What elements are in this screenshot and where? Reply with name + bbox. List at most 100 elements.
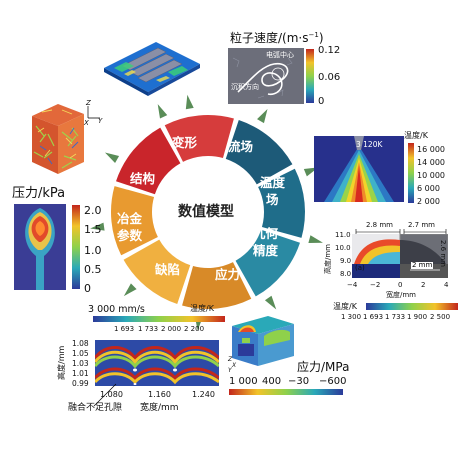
- stress-axis-y: Y: [228, 367, 232, 374]
- defect-ylabel: 高度/mm: [57, 345, 66, 380]
- geometry-dimension-lines: [355, 229, 447, 235]
- temp-bar-right-colorbar: [366, 303, 458, 310]
- stress-title: 应力/MPa: [297, 360, 350, 374]
- ring-segment-metallurgy: [111, 186, 158, 256]
- temp-bar-right-tick-2: 1 733: [385, 313, 406, 321]
- geometry-image: [352, 234, 448, 278]
- segment-label-metallurgy-1: 冶金: [117, 211, 143, 226]
- defect-ytick-4: 0.99: [72, 379, 89, 388]
- ring-segment-deformation: [164, 114, 234, 162]
- pressure-colorbar: [72, 205, 80, 289]
- defect-xlabel: 宽度/mm: [140, 403, 179, 413]
- structure-cube-image: [32, 104, 84, 174]
- geometry-ytick-1: 10.0: [335, 244, 351, 252]
- deposition-direction-label: 沉积方向: [231, 83, 259, 91]
- stress-tick-2: −30: [288, 376, 310, 387]
- defect-temp-tick-2: 2 000: [161, 325, 182, 333]
- stress-tick-1: 400: [262, 376, 282, 387]
- pressure-title: 压力/kPa: [12, 186, 66, 201]
- segment-label-metallurgy-2: 参数: [117, 228, 143, 243]
- geometry-xlabel: 宽度/mm: [386, 291, 416, 299]
- defect-temp-tick-0: 1 693: [114, 325, 135, 333]
- pressure-tick-4: 0: [84, 282, 91, 295]
- cube-axis-x: X: [84, 119, 89, 127]
- pv-tick-1: 0.06: [318, 72, 341, 83]
- defect-image: [95, 340, 219, 386]
- defect-pointer: [93, 383, 117, 407]
- geometry-xtick-1: −2: [370, 281, 381, 289]
- ring-segment-defect: [123, 239, 191, 304]
- pressure-image: [14, 204, 66, 290]
- pressure-tick-2: 1.0: [84, 244, 102, 257]
- geometry-ytick-0: 11.0: [335, 231, 351, 239]
- segment-label-deformation: 变形: [172, 135, 198, 150]
- geometry-panel-label: (a): [355, 264, 365, 272]
- ring-segment-flow: [225, 120, 293, 185]
- defect-ytick-0: 1.08: [72, 339, 89, 348]
- temperature-field-image: [314, 136, 404, 202]
- defect-xtick-2: 1.240: [192, 390, 215, 399]
- geometry-ytick-3: 8.0: [340, 270, 352, 278]
- outward-arrow-7: [90, 222, 105, 231]
- pressure-tick-0: 2.0: [84, 204, 102, 217]
- outward-arrow-4: [264, 295, 277, 310]
- defect-temp-tick-1: 1 733: [138, 325, 159, 333]
- stress-axis-z: Z: [228, 356, 233, 363]
- segment-label-geometry-2: 精度: [253, 243, 279, 258]
- defect-ytick-3: 1.01: [72, 369, 89, 378]
- geometry-xtick-2: 0: [398, 281, 403, 289]
- outward-arrow-9: [157, 104, 168, 119]
- cube-axis-y: Y: [98, 117, 103, 125]
- temperature-field-colorbar: [408, 143, 414, 203]
- defect-caption: 融合不足孔隙: [68, 403, 123, 413]
- segment-label-temperature-1: 温度: [260, 175, 286, 190]
- pressure-tick-1: 1.5: [84, 223, 102, 236]
- temp-bar-right-tick-1: 1 693: [363, 313, 384, 321]
- deformation-image: [104, 42, 200, 96]
- temp-bar-right-title: 温度/K: [333, 302, 357, 311]
- geometry-xtick-0: −4: [347, 281, 358, 289]
- segment-label-geometry-1: 几何: [253, 226, 279, 241]
- particle-velocity-title: 粒子速度/(m·s−1): [230, 31, 324, 45]
- cube-axis-z: Z: [86, 99, 91, 107]
- defect-xtick-0: 1.080: [100, 390, 123, 399]
- pv-tick-2: 0: [318, 96, 325, 107]
- outward-arrow-8: [104, 152, 120, 163]
- outward-arrow-6: [123, 283, 137, 297]
- temp-bar-right-tick-0: 1 300: [341, 313, 362, 321]
- defect-ytick-2: 1.03: [72, 359, 89, 368]
- tf-tick-0: 16 000: [417, 145, 445, 154]
- pv-tick-0: 0.12: [318, 45, 341, 56]
- geometry-dim-3: 2.6 mm: [439, 240, 447, 267]
- segment-label-temperature-2: 场: [266, 192, 279, 207]
- geometry-ytick-2: 9.0: [340, 257, 352, 265]
- defect-ytick-1: 1.05: [72, 349, 89, 358]
- defect-xtick-1: 1.160: [148, 390, 171, 399]
- geometry-dim-2: 2.7 mm: [408, 221, 435, 229]
- geometry-ylabel: 高度/mm: [324, 244, 332, 274]
- stress-tick-0: 1 000: [229, 376, 258, 387]
- temp-bar-right-tick-4: 2 500: [430, 313, 451, 321]
- cube-axis-triad: [87, 106, 100, 119]
- defect-temp-colorbar: [93, 316, 225, 322]
- tf-tick-3: 6 000: [417, 184, 440, 193]
- segment-label-flow: 流场: [228, 139, 254, 154]
- pressure-tick-3: 0.5: [84, 263, 102, 276]
- defect-temp-tick-3: 2 200: [184, 325, 205, 333]
- outward-arrow-1: [257, 108, 268, 124]
- segment-label-defect: 缺陷: [155, 262, 181, 277]
- geometry-scale: 2 mm: [411, 261, 434, 269]
- geometry-dim-1: 2.8 mm: [366, 221, 393, 229]
- defect-temp-title: 温度/K: [190, 304, 214, 313]
- ring-segment-geometry: [235, 229, 300, 297]
- outward-arrow-3: [308, 235, 323, 244]
- geometry-xtick-3: 2: [421, 281, 426, 289]
- temperature-annotation: 3 120K: [356, 140, 383, 149]
- particle-velocity-colorbar: [306, 49, 314, 103]
- stress-image: [232, 316, 294, 366]
- segment-label-structure: 结构: [130, 171, 156, 186]
- stress-colorbar: [229, 389, 343, 395]
- tf-tick-4: 2 000: [417, 197, 440, 206]
- ring-segment-structure: [116, 127, 181, 195]
